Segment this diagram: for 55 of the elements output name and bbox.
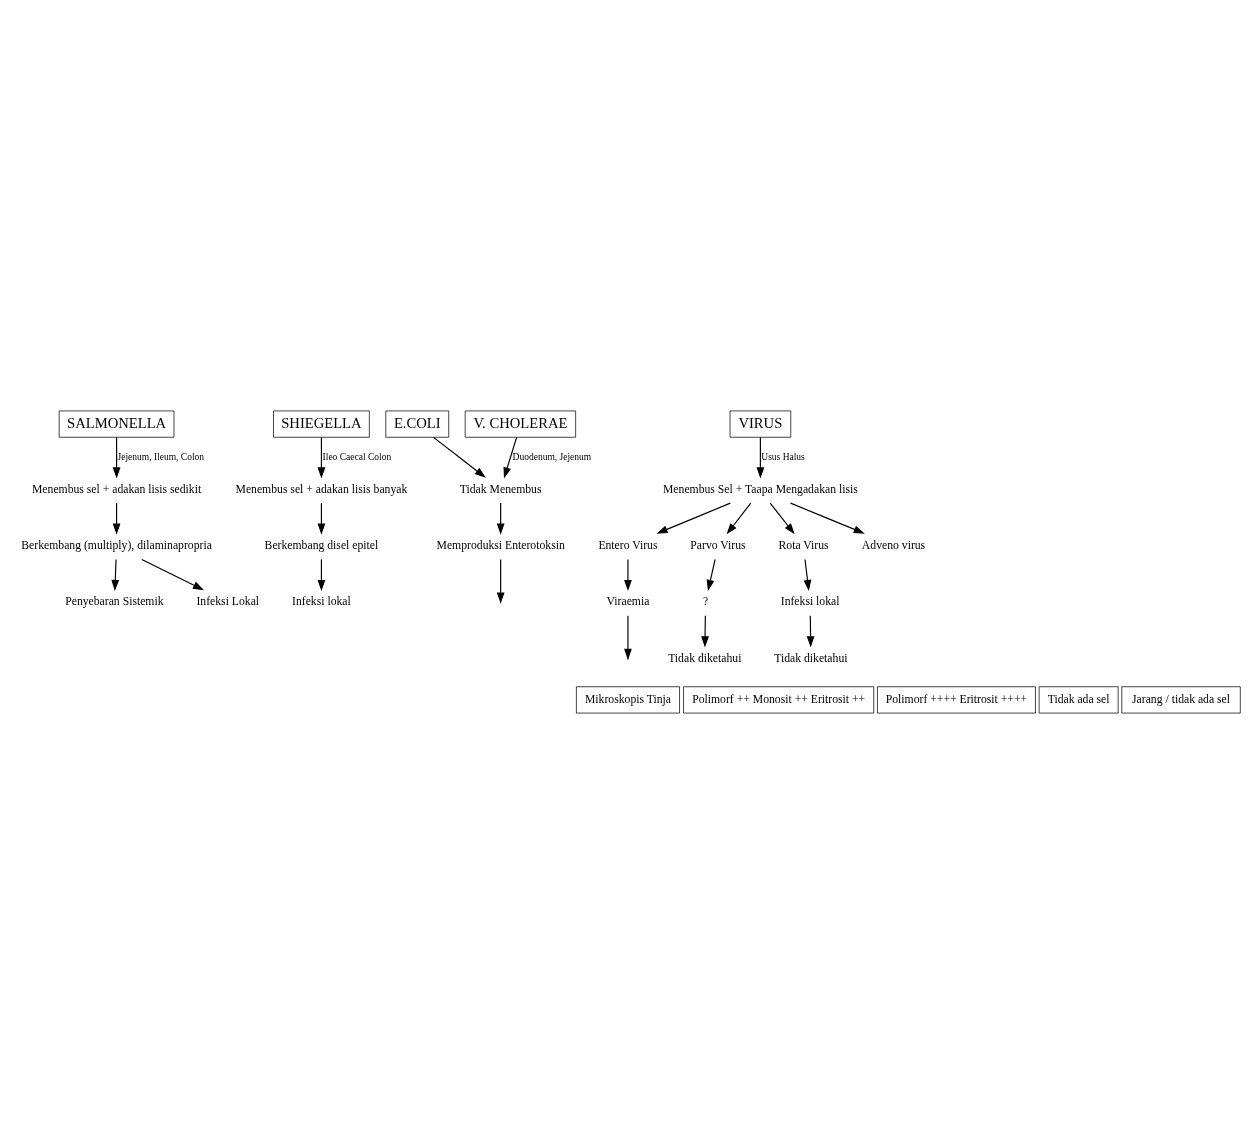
node-box: Mikroskopis Tinja xyxy=(576,686,680,714)
arrow xyxy=(803,558,812,592)
arrow xyxy=(624,558,632,592)
edge-label: Duodenum, Jejenum xyxy=(512,451,592,462)
node-text: Rota Virus xyxy=(778,539,829,553)
arrow xyxy=(141,558,205,591)
arrow xyxy=(317,502,326,535)
node-box: Polimorf ++ Monosit ++ Eritrosit ++ xyxy=(683,686,875,714)
node-box: Polimorf ++++ Eritrosit ++++ xyxy=(877,686,1036,714)
arrow xyxy=(790,502,865,534)
node-text: Adveno virus xyxy=(861,539,926,553)
arrow xyxy=(806,615,815,648)
node-box: V. CHOLERAE xyxy=(464,410,576,438)
arrow xyxy=(503,436,518,479)
node-text: Penyebaran Sistemik xyxy=(65,595,164,609)
node-text: Infeksi Lokal xyxy=(196,595,260,609)
arrow xyxy=(112,436,121,479)
node-text: Parvo Virus xyxy=(690,539,746,553)
node-text: Viraemia xyxy=(606,595,650,609)
node-text: Berkembang (multiply), dilaminapropria xyxy=(21,539,212,553)
node-box: Jarang / tidak ada sel xyxy=(1121,686,1241,714)
arrow xyxy=(112,502,121,535)
arrow xyxy=(756,436,765,479)
edge-label: Jejenum, Ileum, Colon xyxy=(117,451,205,462)
arrow xyxy=(432,436,486,478)
node-text: Menembus sel + adakan lisis banyak xyxy=(235,482,408,496)
arrow xyxy=(496,502,505,535)
arrow xyxy=(656,502,731,534)
arrow xyxy=(624,615,632,660)
node-text: Infeksi lokal xyxy=(292,595,351,609)
node-text: Menembus sel + adakan lisis sedikit xyxy=(31,482,202,496)
node-box: SHIEGELLA xyxy=(273,410,370,438)
node-box: Tidak ada sel xyxy=(1038,686,1119,714)
edge-label: Ileo Caecal Colon xyxy=(322,451,392,462)
node-text: Tidak diketahui xyxy=(774,651,848,665)
arrow xyxy=(317,558,326,592)
node-text: ? xyxy=(702,595,709,609)
arrow xyxy=(769,502,795,535)
arrow xyxy=(111,558,120,592)
node-text: Entero Virus xyxy=(598,539,658,553)
node-box: E.COLI xyxy=(385,410,450,438)
node-text: Tidak diketahui xyxy=(668,651,742,665)
arrow xyxy=(317,436,326,479)
arrow xyxy=(701,615,709,648)
node-text: Tidak Menembus xyxy=(459,482,542,496)
node-text: Menembus Sel + Taapa Mengadakan lisis xyxy=(662,482,858,496)
arrow xyxy=(706,558,716,591)
edge-label: Usus Halus xyxy=(761,451,805,462)
node-text: Infeksi lokal xyxy=(780,595,840,609)
arrow xyxy=(496,558,505,604)
node-box: VIRUS xyxy=(729,410,792,438)
node-text: Berkembang disel epitel xyxy=(264,539,379,553)
arrow xyxy=(726,502,752,535)
node-text: Memproduksi Enterotoksin xyxy=(436,539,565,553)
node-box: SALMONELLA xyxy=(58,410,175,438)
